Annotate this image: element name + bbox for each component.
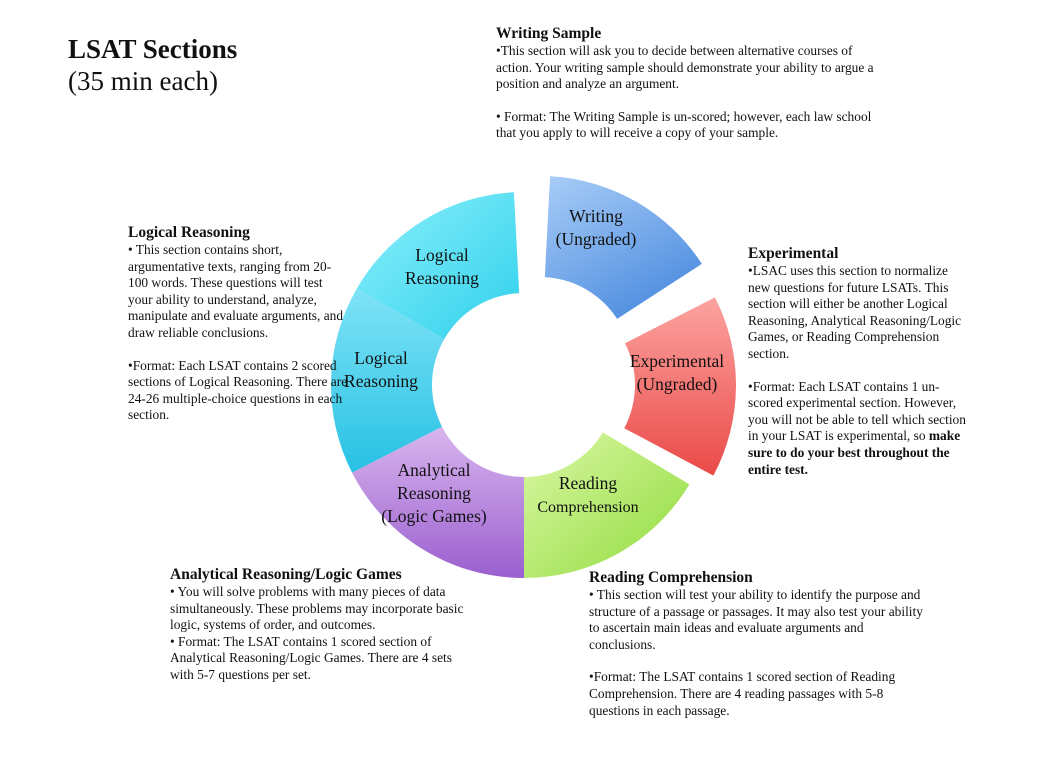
reading-comprehension-format: •Format: The LSAT contains 1 scored sect… [589, 669, 896, 718]
segment-label-line: Comprehension [537, 499, 638, 516]
segment-logical-2 [331, 288, 445, 473]
writing-sample-description: Writing Sample •This section will ask yo… [496, 24, 886, 142]
segment-label-experimental: Experimental (Ungraded) [630, 351, 724, 394]
segment-label-line: Logical [354, 348, 408, 368]
analytical-reasoning-heading: Analytical Reasoning/Logic Games [170, 566, 402, 583]
experimental-description: Experimental •LSAC uses this section to … [748, 244, 966, 478]
reading-comprehension-text: • This section will test your ability to… [589, 587, 923, 652]
segment-analytical [352, 426, 524, 578]
segment-label-line: Reasoning [344, 371, 418, 391]
analytical-reasoning-format: • Format: The LSAT contains 1 scored sec… [170, 633, 452, 682]
logical-reasoning-format: •Format: Each LSAT contains 2 scored sec… [128, 357, 348, 423]
segment-label-line: Analytical [398, 460, 471, 480]
segment-label-line: Writing [569, 206, 623, 226]
reading-comprehension-description: Reading Comprehension • This section wil… [589, 568, 929, 719]
logical-reasoning-description: Logical Reasoning • This section contain… [128, 223, 348, 424]
segment-label-writing: Writing (Ungraded) [556, 206, 637, 249]
analytical-reasoning-description: Analytical Reasoning/Logic Games • You w… [170, 565, 470, 684]
analytical-reasoning-text: • You will solve problems with many piec… [170, 584, 464, 633]
writing-sample-heading: Writing Sample [496, 25, 602, 42]
experimental-format: •Format: Each LSAT contains 1 un-scored … [748, 379, 966, 479]
page-subtitle: (35 min each) [68, 66, 218, 96]
logical-reasoning-heading: Logical Reasoning [128, 224, 250, 241]
logical-reasoning-text: • This section contains short, argumenta… [128, 242, 344, 340]
segment-reading [524, 432, 690, 578]
segment-label-line: Experimental [630, 351, 724, 371]
segment-experimental [624, 297, 736, 476]
page-title: LSAT Sections [68, 34, 238, 64]
segment-logical-1 [356, 192, 520, 339]
segment-label-line: Reasoning [405, 268, 479, 288]
segment-label-line: Reading [559, 473, 618, 493]
segment-label-line: Reasoning [397, 483, 471, 503]
segment-writing [544, 176, 702, 319]
segment-label-line: (Logic Games) [381, 506, 487, 526]
reading-comprehension-heading: Reading Comprehension [589, 569, 753, 586]
experimental-format-text: •Format: Each LSAT contains 1 un-scored … [748, 378, 966, 444]
writing-sample-text: •This section will ask you to decide bet… [496, 43, 874, 92]
experimental-text: •LSAC uses this section to normalize new… [748, 263, 962, 361]
experimental-heading: Experimental [748, 245, 839, 262]
experimental-format-emphasis: make sure to do your best throughout the… [748, 428, 961, 477]
segment-label-line: (Ungraded) [637, 374, 718, 394]
segment-label-line: (Ungraded) [556, 229, 637, 249]
segment-label-line: Logical [415, 245, 469, 265]
writing-sample-format: • Format: The Writing Sample is un-score… [496, 108, 872, 141]
